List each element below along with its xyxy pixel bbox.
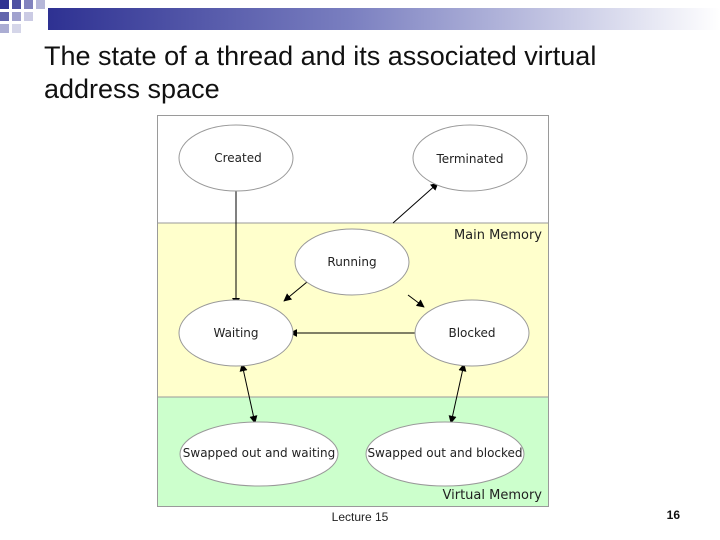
edge-blocked-swapped	[448, 363, 467, 424]
thread-state-diagram: Main Memory Virtual Memory Created Termi…	[157, 115, 549, 507]
main-memory-label: Main Memory	[454, 228, 542, 243]
node-swapped-waiting: Swapped out and waiting	[179, 421, 339, 487]
node-blocked: Blocked	[414, 299, 530, 367]
header-decoration	[0, 0, 720, 33]
node-swapped-blocked: Swapped out and blocked	[365, 421, 525, 487]
node-created: Created	[178, 124, 294, 192]
node-blocked-label: Blocked	[448, 326, 495, 340]
edge-running-blocked	[407, 294, 425, 308]
footer-text: Lecture 15	[331, 510, 389, 524]
slide-title: The state of a thread and its associated…	[44, 41, 597, 104]
virtual-memory-label: Virtual Memory	[443, 488, 543, 503]
node-running-label: Running	[327, 255, 376, 269]
node-waiting-label: Waiting	[213, 326, 258, 340]
node-created-label: Created	[214, 151, 262, 165]
node-waiting: Waiting	[178, 299, 294, 367]
edge-running-waiting	[283, 281, 308, 302]
edge-waiting-swapped	[239, 363, 258, 424]
page-number: 16	[666, 508, 680, 522]
node-running: Running	[294, 228, 410, 296]
node-terminated: Terminated	[412, 124, 528, 192]
node-swapped-blocked-label: Swapped out and blocked	[367, 446, 522, 460]
edge-running-terminated	[392, 182, 439, 224]
node-swapped-waiting-label: Swapped out and waiting	[183, 446, 335, 460]
node-terminated-label: Terminated	[435, 152, 503, 166]
